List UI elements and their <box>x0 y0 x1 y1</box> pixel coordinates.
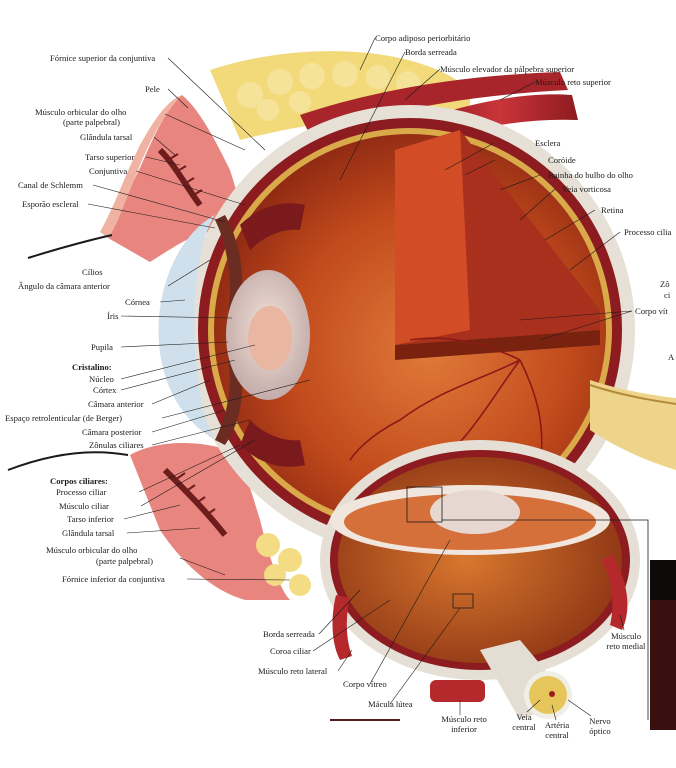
label-cortex: Córtex <box>93 385 117 395</box>
upper-eyelid-skin <box>100 95 182 238</box>
tarsal-gland-upper <box>157 147 203 207</box>
retinal-vessels <box>349 337 543 501</box>
label-elevador-palpebra: Músculo elevador da pálpebra superior <box>440 64 575 74</box>
label-pupila: Pupila <box>91 342 113 352</box>
label-coroa-ciliar: Coroa ciliar <box>270 646 311 656</box>
label-corpo-adiposo: Corpo adiposo periorbitário <box>375 33 471 43</box>
label-camara-anterior: Câmara anterior <box>88 399 144 409</box>
label-esporao-escleral: Esporão escleral <box>22 199 79 209</box>
label-angulo-camara: Ângulo da câmara anterior <box>18 281 110 291</box>
label-fornice-superior: Fórnice superior da conjuntiva <box>50 53 156 63</box>
label-iris: Íris <box>107 311 119 321</box>
optic-nerve-upper <box>590 380 676 470</box>
label-processo-cilia-cut: Processo cilia <box>624 227 672 237</box>
label-cilios: Cílios <box>82 267 103 277</box>
label-tarso-superior: Tarso superior <box>85 152 135 162</box>
iris <box>215 215 243 445</box>
label-orbicular-inf-2: (parte palpebral) <box>96 556 154 566</box>
label-reto-inferior: Músculo reto inferior <box>441 714 487 734</box>
label-veia-vorticosa: Veia vorticosa <box>562 184 611 194</box>
leader-lines <box>87 37 633 721</box>
label-conjuntiva: Conjuntiva <box>89 166 128 176</box>
label-processo-ciliar: Processo ciliar <box>56 487 107 497</box>
label-esclera: Esclera <box>535 138 561 148</box>
label-cristalino: Cristalino: <box>72 362 112 372</box>
label-zo-cut: Zô <box>660 279 670 289</box>
label-camara-posterior: Câmara posterior <box>82 427 142 437</box>
label-corpo-vit-cut: Corpo vít <box>635 306 668 316</box>
label-veia-central: Veia central <box>512 712 536 732</box>
label-tarso-inferior: Tarso inferior <box>67 514 114 524</box>
levator-muscle <box>300 72 568 135</box>
label-orbicular-sup-1: Músculo orbicular do olho <box>35 107 127 117</box>
label-fornice-inferior: Fórnice inferior da conjuntiva <box>62 574 165 584</box>
label-cornea: Córnea <box>125 297 150 307</box>
label-borda-serreada-bottom: Borda serreada <box>263 629 315 639</box>
detail-box-bottom <box>452 593 474 609</box>
label-musculo-ciliar: Músculo ciliar <box>59 501 109 511</box>
label-macula: Mácula lútea <box>368 699 413 709</box>
label-glandula-tarsal-sup: Glândula tarsal <box>80 132 133 142</box>
label-reto-medial: Músculo reto medial <box>606 631 646 651</box>
section-inferior-rectus <box>430 680 485 702</box>
label-ci-cut: ci <box>664 290 671 300</box>
cornea <box>158 215 215 440</box>
eyelashes-lower <box>7 451 129 471</box>
ciliary-body-upper <box>240 203 305 250</box>
label-orbicular-sup-2: (parte palpebral) <box>63 117 121 127</box>
label-espaco-retrolenticular: Espaço retrolenticular (de Berger) <box>5 413 122 423</box>
eyelashes-upper <box>27 234 113 259</box>
label-coroide: Coróide <box>548 155 576 165</box>
lower-fat <box>256 533 311 596</box>
lens-nucleus <box>248 306 292 370</box>
label-nervo-optico: Nervo óptico <box>589 716 611 736</box>
label-glandula-tarsal-inf: Glândula tarsal <box>62 528 115 538</box>
tarsal-gland-lower <box>162 467 228 537</box>
ciliary-body-lower <box>240 420 305 467</box>
section-lateral-rectus <box>332 595 352 660</box>
label-a-cut: A <box>668 352 675 362</box>
label-pele: Pele <box>145 84 160 94</box>
label-canal-schlemm: Canal de Schlemm <box>18 180 83 190</box>
label-orbicular-inf-1: Músculo orbicular do olho <box>46 545 138 555</box>
label-reto-lateral: Músculo reto lateral <box>258 666 328 676</box>
label-reto-superior: Músculo reto superior <box>535 77 611 87</box>
label-nucleo: Núcleo <box>89 374 114 384</box>
label-retina: Retina <box>601 205 624 215</box>
label-borda-serreada-top: Borda serreada <box>405 47 457 57</box>
section-lens <box>430 490 520 534</box>
section-medial-rectus <box>602 555 628 630</box>
label-zonulas: Zônulas ciliares <box>89 440 144 450</box>
label-bainha-bulbo: Bainha do bulbo do olho <box>548 170 633 180</box>
label-corpos-ciliares: Corpos ciliares: <box>50 476 108 486</box>
label-arteria-central: Artéria central <box>544 720 570 740</box>
label-corpo-vitreo: Corpo vítreo <box>343 679 387 689</box>
detail-box-top <box>406 486 443 523</box>
